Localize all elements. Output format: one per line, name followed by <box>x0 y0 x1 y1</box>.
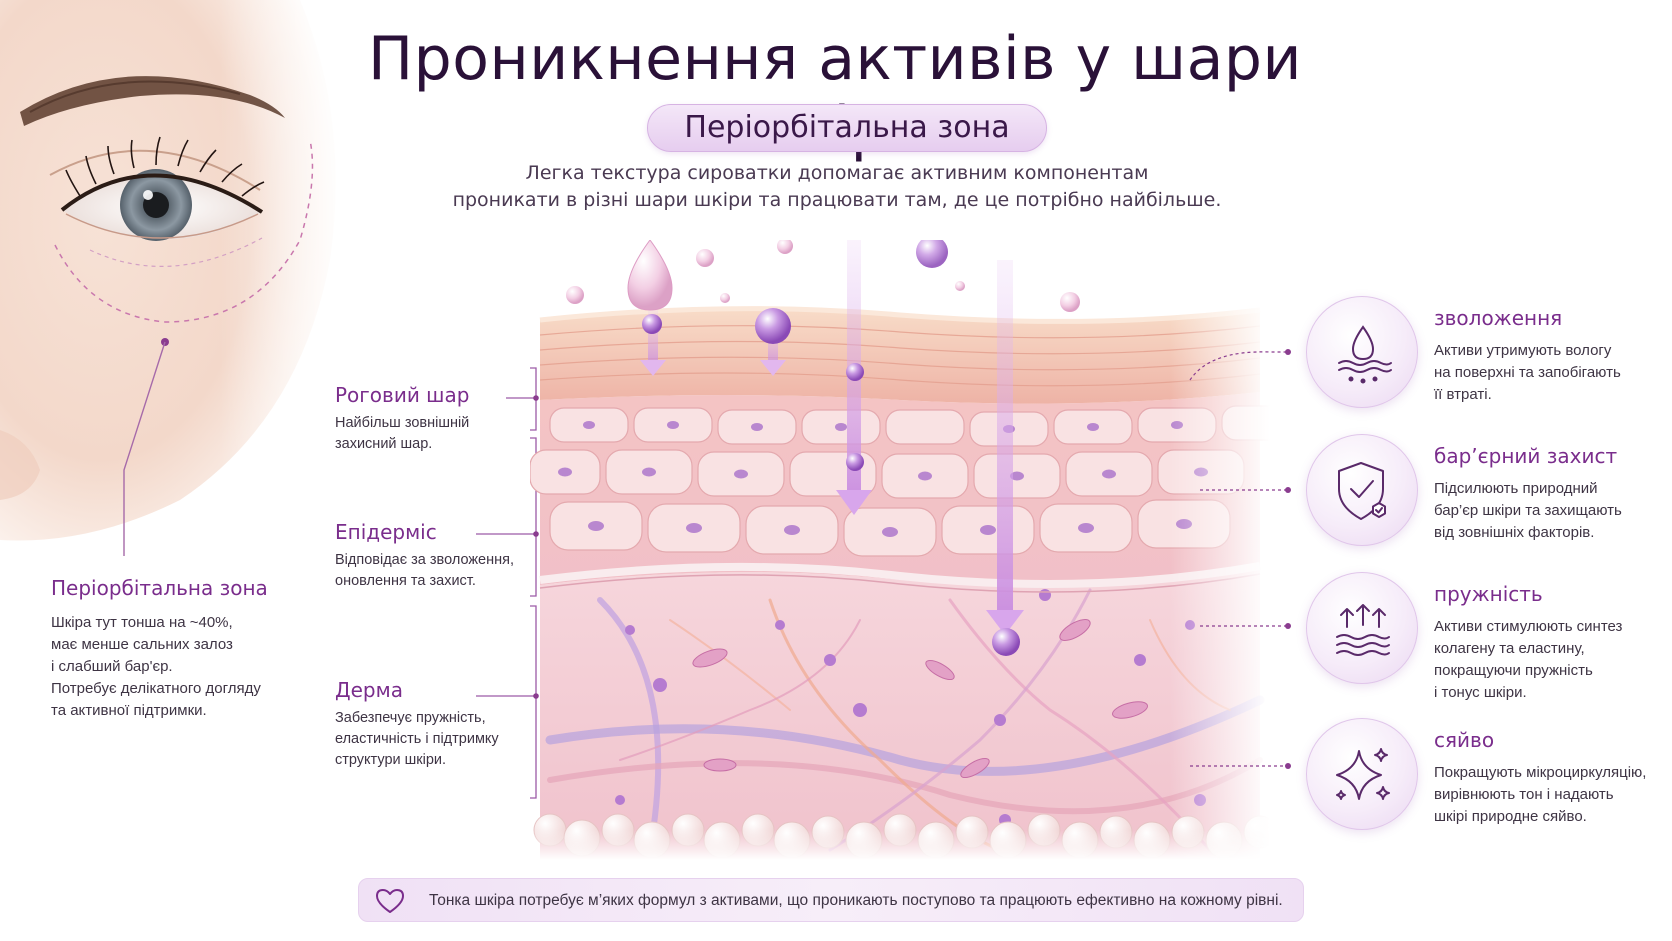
layer-brackets <box>476 367 539 799</box>
benefit-desc-line: колагену та еластину, <box>1434 640 1585 657</box>
layer-name: Роговий шар <box>335 383 470 407</box>
periorbital-line: та активної підтримки. <box>51 702 207 719</box>
layer-desc-line: Відповідає за зволоження, <box>335 552 515 568</box>
benefit-icon-circle <box>1306 572 1418 684</box>
layer-desc-line: еластичність і підтримку <box>335 731 499 747</box>
footer-text: Тонка шкіра потребує м’яких формул з акт… <box>429 892 1283 909</box>
benefit-desc-line: Покращують мікроциркуляцію, <box>1434 764 1647 781</box>
subtitle-line: проникати в різні шари шкіри та працюват… <box>452 189 1222 211</box>
benefit-title: бар’єрний захист <box>1434 444 1618 468</box>
benefit-connectors <box>1189 349 1291 769</box>
benefit-desc-line: шкірі природне сяйво. <box>1434 808 1587 825</box>
periorbital-zone-outline <box>54 139 314 323</box>
benefit-title: зволоження <box>1434 306 1563 330</box>
layer-desc: Забезпечує пружність, еластичність і під… <box>335 708 525 771</box>
water-drop-icon <box>1338 325 1392 384</box>
benefit-desc-line: і тонус шкіри. <box>1434 684 1527 701</box>
layer-label-epidermis: Епідерміс Відповідає за зволоження, онов… <box>335 520 525 592</box>
benefit-desc: Підсилюють природний бар’єр шкіри та зах… <box>1434 478 1669 544</box>
shield-check-icon <box>1338 462 1386 520</box>
benefit-desc-line: Підсилюють природний <box>1434 480 1598 497</box>
periorbital-text: Шкіра тут тонша на ~40%, має менше сальн… <box>51 612 301 722</box>
zone-pill: Періорбітальна зона <box>647 104 1047 152</box>
benefit-desc-line: від зовнішніх факторів. <box>1434 524 1595 541</box>
benefit-title: сяйво <box>1434 728 1495 752</box>
heart-icon <box>376 889 404 913</box>
footer-banner: Тонка шкіра потребує м’яких формул з акт… <box>358 878 1304 922</box>
layer-name: Епідерміс <box>335 520 437 544</box>
benefit-icon-circle <box>1306 434 1418 546</box>
benefit-desc-line: Активи утримують вологу <box>1434 342 1612 359</box>
subtitle: Легка текстура сироватки допомагає актив… <box>420 160 1254 214</box>
layer-label-dermis: Дерма Забезпечує пружність, еластичність… <box>335 678 525 771</box>
sparkle-icon <box>1336 748 1390 800</box>
benefit-title: пружність <box>1434 582 1543 606</box>
layer-desc-line: Найбільш зовнішній <box>335 415 470 431</box>
periorbital-info: Періорбітальна зона Шкіра тут тонша на ~… <box>51 576 301 722</box>
periorbital-line: Шкіра тут тонша на ~40%, <box>51 614 233 631</box>
layer-desc-line: захисний шар. <box>335 436 433 452</box>
layer-desc-line: оновлення та захист. <box>335 573 476 589</box>
benefit-desc-line: вирівнюють тон і надають <box>1434 786 1614 803</box>
serum-drop <box>627 240 673 311</box>
layer-desc-line: структури шкіри. <box>335 752 447 768</box>
benefit-radiance: сяйво Покращують мікроциркуляцію, вирівн… <box>1306 718 1672 838</box>
subtitle-line: Легка текстура сироватки допомагає актив… <box>525 162 1149 184</box>
skin-cross-section <box>530 240 1270 860</box>
layer-desc-line: Забезпечує пружність, <box>335 710 486 726</box>
benefit-desc: Активи утримують вологу на поверхні та з… <box>1434 340 1669 406</box>
benefit-elasticity: пружність Активи стимулюють синтез колаг… <box>1306 572 1672 701</box>
periorbital-line: і слабший бар'єр. <box>51 658 173 675</box>
layer-desc: Відповідає за зволоження, оновлення та з… <box>335 550 525 592</box>
benefit-desc-line: її втраті. <box>1434 386 1492 403</box>
benefit-desc: Активи стимулюють синтез колагену та ела… <box>1434 616 1669 704</box>
periorbital-line: має менше сальних залоз <box>51 636 233 653</box>
benefit-hydration: зволоження Активи утримують вологу на по… <box>1306 296 1672 416</box>
periorbital-line: Потребує делікатного догляду <box>51 680 261 697</box>
layer-name: Дерма <box>335 678 403 702</box>
benefit-barrier: бар’єрний захист Підсилюють природний ба… <box>1306 434 1672 554</box>
benefit-desc: Покращують мікроциркуляцію, вирівнюють т… <box>1434 762 1669 828</box>
benefit-icon-circle <box>1306 718 1418 830</box>
eye-illustration <box>0 0 370 560</box>
benefit-desc-line: покращуючи пружність <box>1434 662 1593 679</box>
benefit-desc-line: на поверхні та запобігають <box>1434 364 1621 381</box>
benefit-desc-line: бар’єр шкіри та захищають <box>1434 502 1622 519</box>
layer-label-stratum-corneum: Роговий шар Найбільш зовнішній захисний … <box>335 383 525 455</box>
benefit-desc-line: Активи стимулюють синтез <box>1434 618 1623 635</box>
arrows-up-waves-icon <box>1336 604 1390 656</box>
benefit-icon-circle <box>1306 296 1418 408</box>
layer-desc: Найбільш зовнішній захисний шар. <box>335 413 525 455</box>
periorbital-heading: Періорбітальна зона <box>51 576 268 600</box>
